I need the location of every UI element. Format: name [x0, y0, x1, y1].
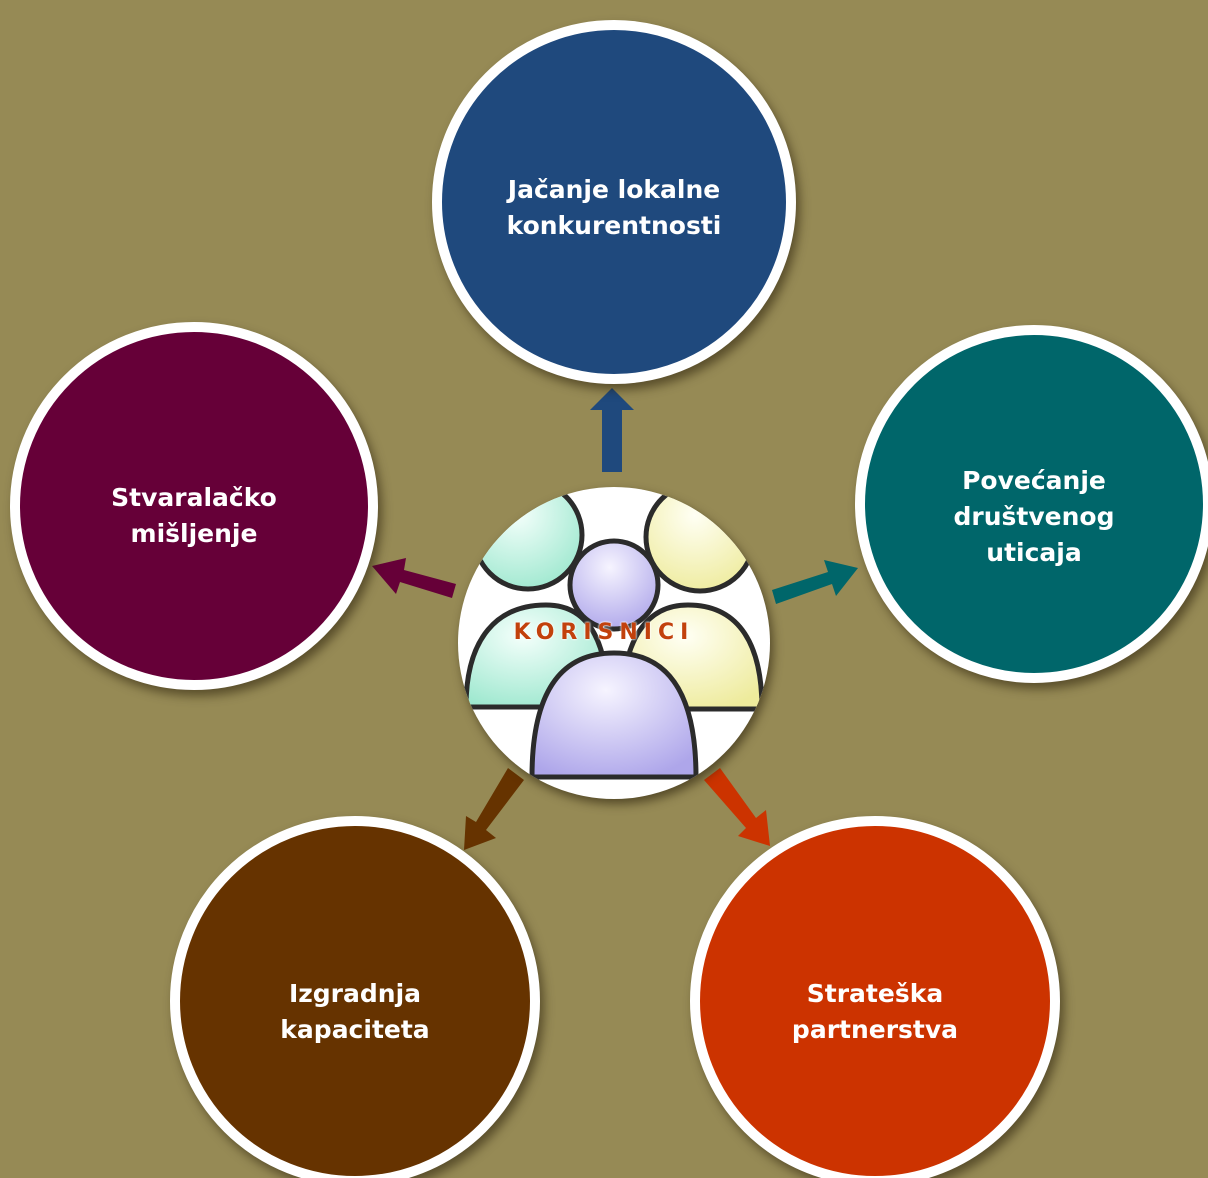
- arrow-to-right: [772, 560, 858, 604]
- center-hub: [458, 487, 770, 799]
- node-label: Izgradnja kapaciteta: [280, 979, 430, 1044]
- people-group-icon: [463, 487, 765, 780]
- node-strateska-partnerstva: Strateška partnerstva: [690, 816, 1060, 1178]
- node-label: Stvaralačko mišljenje: [111, 483, 277, 548]
- arrow-to-top: [590, 388, 634, 472]
- arrow-to-bottom-right: [704, 768, 770, 846]
- node-jacanje-lokalne-konkurentnosti: Jačanje lokalne konkurentnosti: [432, 20, 796, 384]
- center-label: KORISNICI: [513, 620, 695, 645]
- node-povecanje-drustvenog-uticaja: Povećanje društvenog uticaja: [855, 325, 1208, 683]
- arrow-to-left: [372, 558, 456, 598]
- arrow-to-bottom-left: [464, 768, 524, 850]
- node-label: Strateška partnerstva: [791, 979, 959, 1044]
- node-stvaralacko-misljenje: Stvaralačko mišljenje: [10, 322, 378, 690]
- node-label: Jačanje lokalne konkurentnosti: [506, 175, 722, 240]
- node-izgradnja-kapaciteta: Izgradnja kapaciteta: [170, 816, 540, 1178]
- node-label: Povećanje društvenog uticaja: [953, 466, 1115, 567]
